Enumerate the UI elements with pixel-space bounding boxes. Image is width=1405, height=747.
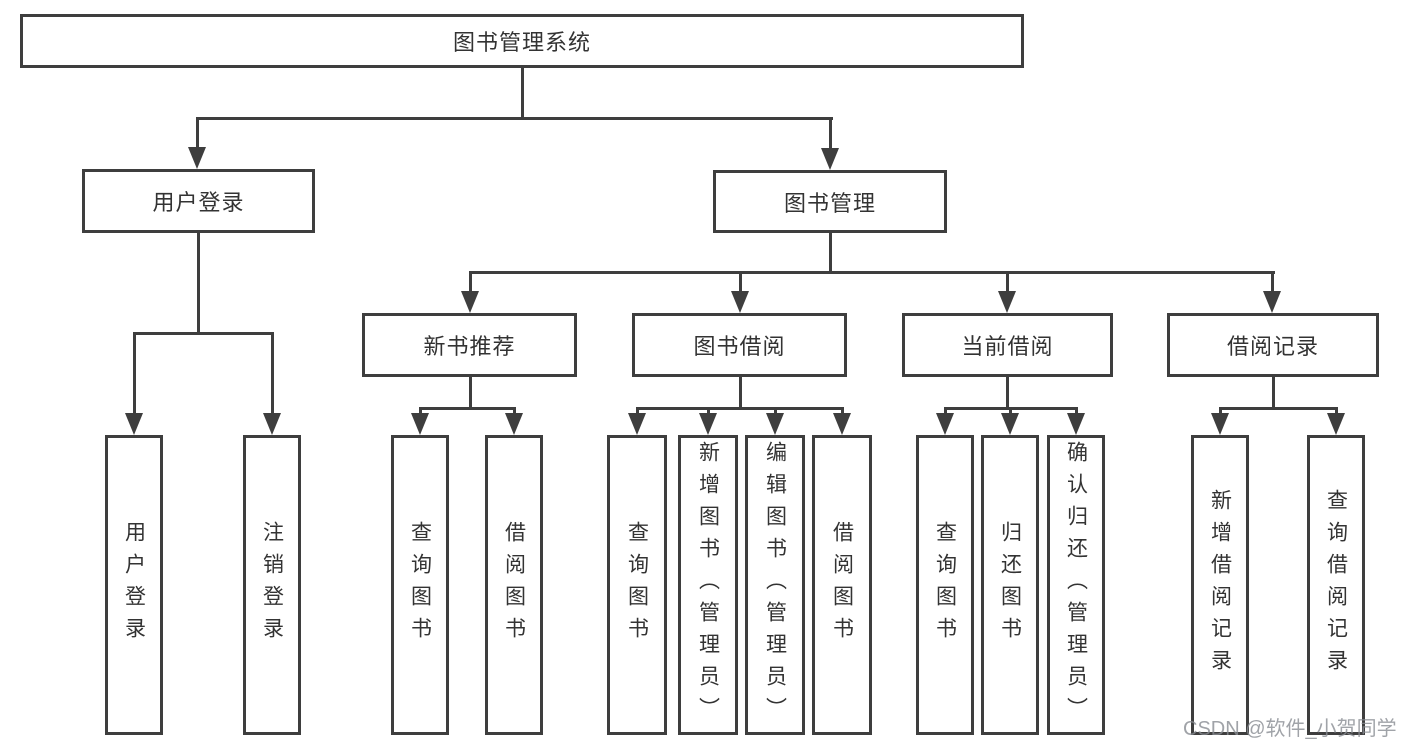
node-label: 借阅记录 xyxy=(1226,334,1319,359)
leaf-label: 注销登录 xyxy=(260,521,284,649)
arrowhead-book-management xyxy=(821,148,839,170)
csdn-watermark: CSDN @软件_小贺同学 xyxy=(1183,718,1397,740)
edge-drop-borrow-records xyxy=(1271,271,1274,293)
edge-user-login-bus xyxy=(133,332,274,335)
leaf-label: 归还图书 xyxy=(998,521,1022,649)
arrowhead-d2 xyxy=(1327,413,1345,435)
leaf-logout: 注销登录 xyxy=(243,435,301,735)
node-borrowing-records: 借阅记录 xyxy=(1167,313,1379,377)
edge-book-management-stem xyxy=(829,233,832,273)
edge-drop-b2 xyxy=(707,407,710,415)
edge-new-book-bus xyxy=(419,407,516,410)
edge-borrow-records-stem xyxy=(1272,377,1275,409)
arrowhead-login-leaf xyxy=(125,413,143,435)
arrowhead-b2 xyxy=(699,413,717,435)
edge-drop-user-login xyxy=(196,117,199,150)
edge-drop-current-borrow xyxy=(1006,271,1009,293)
leaf-confirm-return-admin: 确认归还（管理员） xyxy=(1047,435,1105,735)
leaf-add-books-admin: 新增图书（管理员） xyxy=(678,435,738,735)
leaf-borrow-books-b: 借阅图书 xyxy=(812,435,872,735)
node-library-management-system: 图书管理系统 xyxy=(20,14,1024,68)
edge-drop-a2 xyxy=(513,407,516,415)
node-new-book-recommendation: 新书推荐 xyxy=(362,313,577,377)
arrowhead-b4 xyxy=(833,413,851,435)
edge-drop-d1 xyxy=(1219,407,1222,415)
leaf-label: 查询图书 xyxy=(408,521,432,649)
node-label: 当前借阅 xyxy=(961,334,1054,359)
arrowhead-c1 xyxy=(936,413,954,435)
leaf-user-login: 用户登录 xyxy=(105,435,163,735)
arrowhead-c3 xyxy=(1067,413,1085,435)
edge-drop-logout-leaf xyxy=(271,332,274,416)
edge-drop-c1 xyxy=(944,407,947,415)
edge-drop-login-leaf xyxy=(133,332,136,416)
arrowhead-logout-leaf xyxy=(263,413,281,435)
leaf-label: 借阅图书 xyxy=(502,521,526,649)
node-book-borrowing: 图书借阅 xyxy=(632,313,847,377)
arrowhead-a2 xyxy=(505,413,523,435)
edge-root-stem xyxy=(521,66,524,119)
edge-current-borrow-stem xyxy=(1006,377,1009,409)
edge-drop-b1 xyxy=(636,407,639,415)
edge-drop-b3 xyxy=(774,407,777,415)
leaf-label: 新增借阅记录 xyxy=(1208,489,1232,681)
arrowhead-b1 xyxy=(628,413,646,435)
leaf-label: 确认归还（管理员） xyxy=(1064,441,1088,729)
leaf-query-borrow-record: 查询借阅记录 xyxy=(1307,435,1365,735)
edge-drop-d2 xyxy=(1335,407,1338,415)
edge-drop-c2 xyxy=(1009,407,1012,415)
leaf-query-books-a: 查询图书 xyxy=(391,435,449,735)
edge-book-borrow-stem xyxy=(739,377,742,409)
leaf-add-borrow-record: 新增借阅记录 xyxy=(1191,435,1249,735)
leaf-edit-books-admin: 编辑图书（管理员） xyxy=(745,435,805,735)
leaf-label: 查询图书 xyxy=(625,521,649,649)
arrowhead-b3 xyxy=(766,413,784,435)
edge-book-borrow-bus xyxy=(636,407,843,410)
leaf-label: 编辑图书（管理员） xyxy=(763,441,787,729)
arrowhead-d1 xyxy=(1211,413,1229,435)
edge-drop-b4 xyxy=(841,407,844,415)
edge-drop-book-management xyxy=(829,117,832,151)
edge-drop-book-borrow xyxy=(739,271,742,293)
leaf-label: 查询图书 xyxy=(933,521,957,649)
arrowhead-a1 xyxy=(411,413,429,435)
node-user-login: 用户登录 xyxy=(82,169,315,233)
node-label: 图书管理 xyxy=(783,190,876,216)
node-label: 图书管理系统 xyxy=(452,30,591,55)
node-current-borrowing: 当前借阅 xyxy=(902,313,1113,377)
arrowhead-current-borrow xyxy=(998,291,1016,313)
leaf-query-books-c: 查询图书 xyxy=(916,435,974,735)
arrowhead-book-borrow xyxy=(731,291,749,313)
leaf-query-books-b: 查询图书 xyxy=(607,435,667,735)
node-label: 图书借阅 xyxy=(693,334,786,359)
edge-book-management-bus xyxy=(469,271,1275,274)
node-label: 用户登录 xyxy=(152,190,245,215)
leaf-label: 用户登录 xyxy=(122,521,146,649)
node-book-management: 图书管理 xyxy=(713,170,947,233)
arrowhead-borrow-records xyxy=(1263,291,1281,313)
leaf-label: 新增图书（管理员） xyxy=(696,441,720,729)
leaf-label: 查询借阅记录 xyxy=(1324,489,1348,681)
node-label: 新书推荐 xyxy=(423,334,516,359)
edge-borrow-records-bus xyxy=(1219,407,1337,410)
leaf-return-books: 归还图书 xyxy=(981,435,1039,735)
edge-drop-new-book xyxy=(469,271,472,293)
edge-new-book-stem xyxy=(469,377,472,409)
edge-user-login-stem xyxy=(197,233,200,334)
edge-drop-c3 xyxy=(1075,407,1078,415)
arrowhead-c2 xyxy=(1001,413,1019,435)
leaf-borrow-books-a: 借阅图书 xyxy=(485,435,543,735)
arrowhead-new-book xyxy=(461,291,479,313)
edge-root-bus xyxy=(196,117,833,120)
arrowhead-user-login xyxy=(188,147,206,169)
edge-drop-a1 xyxy=(419,407,422,415)
leaf-label: 借阅图书 xyxy=(830,521,854,649)
